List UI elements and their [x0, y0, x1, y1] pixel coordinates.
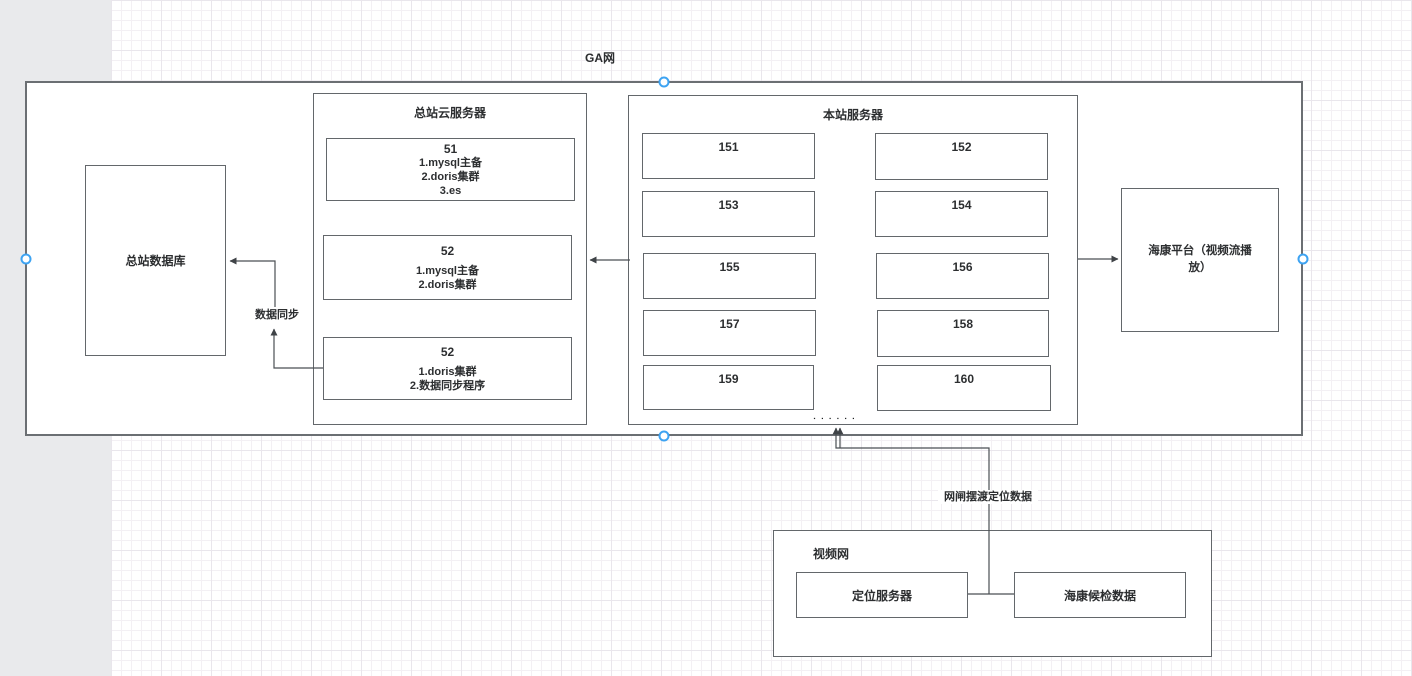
ellipsis-dots: ▪▪▪▪▪▪: [813, 416, 861, 422]
hik-check-data-label: 海康候检数据: [1063, 588, 1136, 603]
cloud-node-51-line: 1.mysql主备: [419, 156, 482, 169]
server-node-153[interactable]: 153: [642, 191, 815, 237]
server-node-label: 159: [718, 372, 739, 386]
cloud-node-52a-line: 52: [440, 243, 455, 258]
server-node-154[interactable]: 154: [875, 191, 1048, 237]
cloud-node-51-line: 2.doris集群: [421, 170, 480, 183]
hik-platform-node[interactable]: 海康平台（视频流播放）: [1121, 188, 1279, 332]
cloud-node-52a-line: 1.mysql主备: [416, 264, 479, 277]
server-node-label: 157: [719, 317, 740, 331]
hik-platform-label: 海康平台（视频流播放）: [1148, 245, 1252, 274]
server-node-label: 156: [952, 260, 973, 274]
master-db-label: 总站数据库: [125, 254, 186, 268]
server-node-156[interactable]: 156: [876, 253, 1049, 299]
selection-handle-right[interactable]: [1297, 253, 1309, 265]
server-node-159[interactable]: 159: [643, 365, 814, 410]
server-node-155[interactable]: 155: [643, 253, 816, 299]
selection-handle-bottom[interactable]: [658, 430, 670, 442]
server-node-label: 154: [951, 198, 972, 212]
server-node-label: 152: [951, 140, 972, 154]
server-node-label: 151: [718, 140, 739, 154]
cloud-node-52b-line: 2.数据同步程序: [409, 379, 486, 392]
gateway-edge-label: 网闸摆渡定位数据: [938, 490, 1038, 504]
server-node-label: 155: [719, 260, 740, 274]
cloud-node-51-line: 51: [443, 141, 458, 156]
cloud-node-51-line: 3.es: [439, 184, 462, 197]
server-node-label: 153: [718, 198, 739, 212]
cloud-node-52b-line: 52: [440, 344, 455, 359]
local-server-title: 本站服务器: [822, 108, 883, 122]
selection-handle-top[interactable]: [658, 76, 670, 88]
server-node-151[interactable]: 151: [642, 133, 815, 179]
locating-server-node[interactable]: 定位服务器: [796, 572, 968, 618]
server-node-label: 160: [953, 372, 975, 386]
cloud-node-52b[interactable]: 52 1.doris集群 2.数据同步程序: [323, 337, 572, 400]
server-node-158[interactable]: 158: [877, 310, 1049, 357]
cloud-node-52a-line: 2.doris集群: [418, 278, 477, 291]
hik-check-data-node[interactable]: 海康候检数据: [1014, 572, 1186, 618]
cloud-node-52b-line: 1.doris集群: [418, 365, 477, 378]
server-node-152[interactable]: 152: [875, 133, 1048, 180]
data-sync-edge-label: 数据同步: [249, 308, 305, 322]
cloud-node-52a[interactable]: 52 1.mysql主备 2.doris集群: [323, 235, 572, 300]
master-db-node[interactable]: 总站数据库: [85, 165, 226, 356]
cloud-node-51[interactable]: 51 1.mysql主备 2.doris集群 3.es: [326, 138, 575, 201]
ga-net-label: GA网: [584, 51, 615, 65]
locating-server-label: 定位服务器: [851, 588, 912, 603]
video-net-title: 视频网: [813, 547, 850, 561]
server-node-157[interactable]: 157: [643, 310, 816, 356]
server-node-label: 158: [952, 317, 974, 331]
selection-handle-left[interactable]: [20, 253, 32, 265]
server-node-160[interactable]: 160: [877, 365, 1051, 411]
cloud-server-title: 总站云服务器: [413, 106, 486, 120]
